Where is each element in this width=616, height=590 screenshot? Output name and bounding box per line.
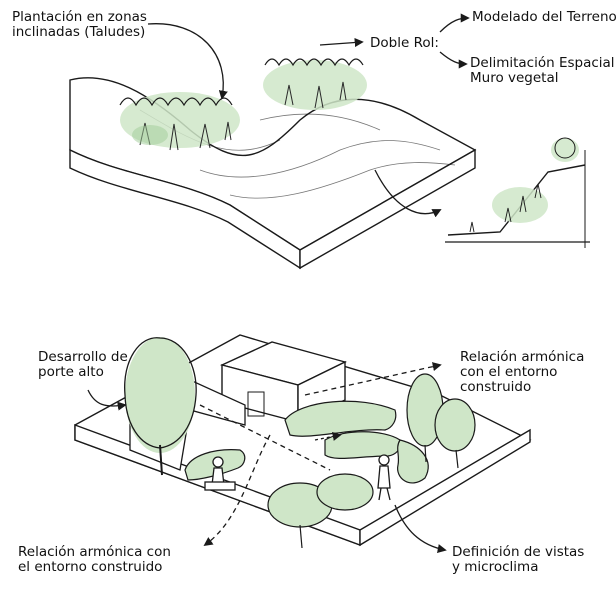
harmony-right-line1: Relación armónica xyxy=(460,349,585,365)
tall-trees-label-line2: porte alto xyxy=(38,364,104,380)
trees-right xyxy=(267,373,476,549)
delimitation-label-line1: Delimitación Espacial / xyxy=(470,55,616,71)
harmony-right-label: Relación armónica con el entorno constru… xyxy=(460,350,584,395)
tall-trees-label: Desarrollo de porte alto xyxy=(38,350,128,380)
slope-section-sketch xyxy=(445,137,590,248)
slope-vegetation-right xyxy=(263,58,367,110)
views-label-line2: y microclima xyxy=(452,559,539,575)
plantation-label-line1: Plantación en zonas xyxy=(12,9,147,25)
views-microclimate-label: Definición de vistas y microclima xyxy=(452,545,584,575)
delimitation-label: Delimitación Espacial / Muro vegetal xyxy=(470,56,616,86)
plantation-slopes-label: Plantación en zonas inclinadas (Taludes) xyxy=(12,10,147,40)
top-arrows xyxy=(147,13,470,218)
harmony-left-line2: el entorno construido xyxy=(18,559,163,575)
terrain-modeling-label: Modelado del Terreno xyxy=(472,9,616,25)
people xyxy=(204,454,391,501)
slope-vegetation-left xyxy=(119,92,240,151)
harmony-right-line2: con el entorno xyxy=(460,364,558,380)
tall-tree-left xyxy=(124,337,197,476)
plantation-label-line2: inclinadas (Taludes) xyxy=(12,24,146,40)
hedges xyxy=(184,400,429,484)
bottom-arrows xyxy=(87,362,447,554)
tall-trees-label-line1: Desarrollo de xyxy=(38,349,128,365)
harmony-right-line3: construido xyxy=(460,379,532,395)
double-role-label: Doble Rol: xyxy=(370,35,439,51)
harmony-left-line1: Relación armónica con xyxy=(18,544,171,560)
harmony-left-label: Relación armónica con el entorno constru… xyxy=(18,545,171,575)
delimitation-label-line2: Muro vegetal xyxy=(470,70,559,86)
views-label-line1: Definición de vistas xyxy=(452,544,585,560)
